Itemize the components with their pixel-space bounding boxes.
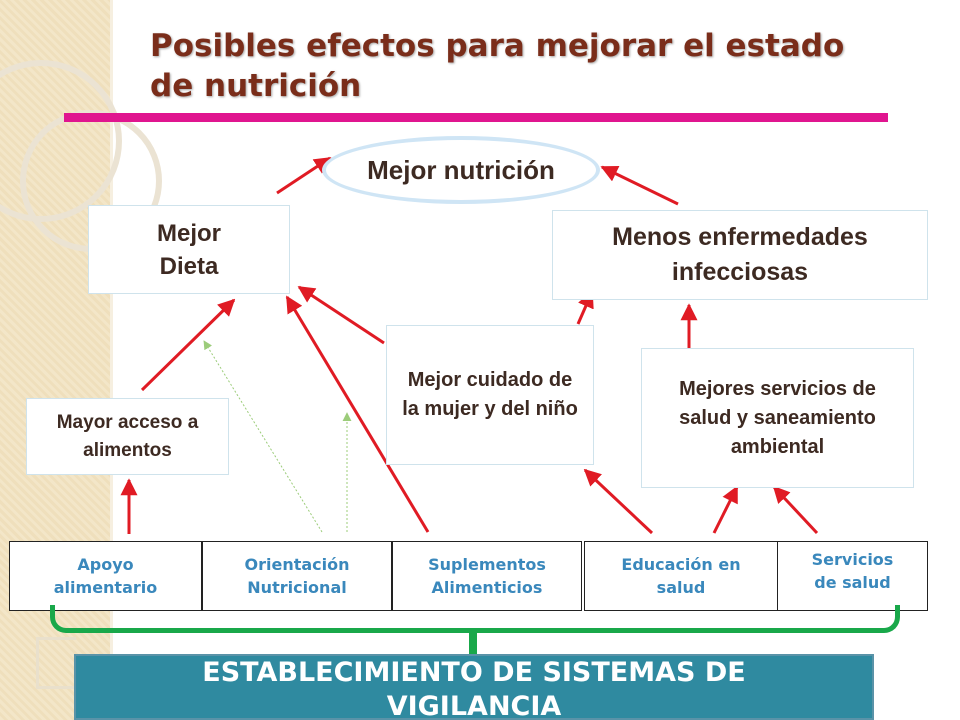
decorative-frame-corner bbox=[36, 637, 76, 689]
dotted-arrow-orientacion-to-dieta bbox=[203, 340, 323, 533]
box-menos-enfermedades-label: Menos enfermedades infecciosas bbox=[612, 223, 868, 286]
program-servicios-label: Servicios de salud bbox=[811, 550, 894, 592]
arrow-dieta-to-nutricion bbox=[276, 156, 332, 195]
box-mayor-acceso-label: Mayor acceso a alimentos bbox=[56, 411, 199, 461]
arrow-educacion-to-cuidado bbox=[583, 468, 654, 535]
program-suplementos-label: Suplementos Alimenticios bbox=[428, 555, 546, 597]
box-mejor-dieta: Mejor Dieta bbox=[88, 205, 290, 294]
surveillance-banner: ESTABLECIMIENTO DE SISTEMAS DE VIGILANCI… bbox=[74, 654, 874, 720]
program-apoyo-alimentario: Apoyo alimentario bbox=[9, 541, 202, 611]
title-underline bbox=[64, 113, 888, 122]
program-apoyo-label: Apoyo alimentario bbox=[53, 555, 158, 597]
arrow-cuidado-to-dieta bbox=[297, 285, 385, 345]
side-panel-divider bbox=[110, 0, 113, 720]
box-mejores-servicios: Mejores servicios de salud y saneamiento… bbox=[641, 348, 914, 488]
box-mayor-acceso: Mayor acceso a alimentos bbox=[26, 398, 229, 475]
arrow-suplementos-to-dieta bbox=[285, 295, 430, 533]
program-suplementos-alimenticios: Suplementos Alimenticios bbox=[392, 541, 582, 611]
program-educacion-label: Educación en salud bbox=[621, 555, 741, 597]
box-mejor-dieta-label: Mejor Dieta bbox=[156, 219, 221, 280]
arrow-acceso-to-dieta bbox=[140, 298, 236, 392]
box-mejores-servicios-label: Mejores servicios de salud y saneamiento… bbox=[679, 377, 876, 458]
arrow-servicios-salud-to-servicios bbox=[772, 485, 819, 535]
program-orientacion-nutricional: Orientación Nutricional bbox=[202, 541, 392, 611]
arrow-enfermedades-to-nutricion bbox=[600, 165, 679, 206]
surveillance-banner-label: ESTABLECIMIENTO DE SISTEMAS DE VIGILANCI… bbox=[202, 657, 746, 720]
goal-oval bbox=[322, 136, 600, 204]
box-mejor-cuidado-label: Mejor cuidado de la mujer y del niño bbox=[402, 369, 578, 420]
grouping-brace bbox=[50, 605, 900, 633]
program-servicios-de-salud: Servicios de salud bbox=[777, 541, 928, 611]
grouping-brace-tip bbox=[469, 630, 477, 658]
goal-label: Mejor nutrición bbox=[367, 154, 555, 185]
arrow-educacion-to-servicios bbox=[712, 485, 739, 534]
box-menos-enfermedades: Menos enfermedades infecciosas bbox=[552, 210, 928, 300]
slide-title: Posibles efectos para mejorar el estado … bbox=[150, 28, 845, 104]
box-mejor-cuidado: Mejor cuidado de la mujer y del niño bbox=[386, 325, 594, 465]
program-educacion-en-salud: Educación en salud bbox=[584, 541, 778, 611]
program-orientacion-label: Orientación Nutricional bbox=[244, 555, 350, 597]
